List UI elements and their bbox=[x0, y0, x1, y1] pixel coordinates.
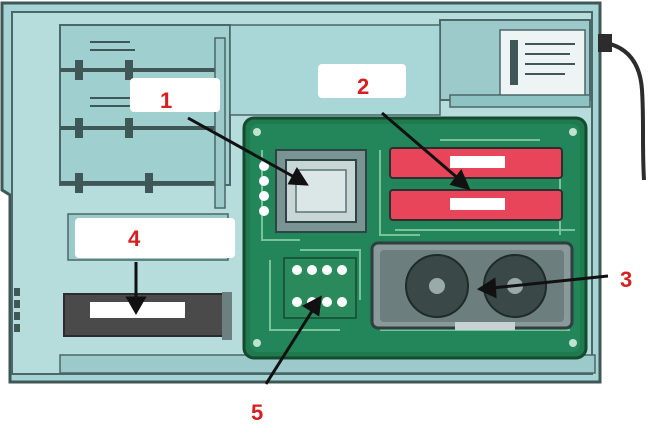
arrowhead-1 bbox=[287, 167, 309, 186]
arrow-3 bbox=[491, 274, 609, 290]
label-boxes bbox=[75, 64, 420, 424]
power-plug bbox=[598, 34, 612, 52]
arrow-5 bbox=[264, 307, 316, 385]
graphics-card bbox=[370, 241, 574, 330]
power-supply bbox=[439, 19, 591, 108]
drive-bays bbox=[59, 24, 231, 209]
callout-2: 2 bbox=[357, 74, 369, 99]
arrowhead-4 bbox=[125, 296, 147, 316]
arrowhead-3 bbox=[476, 277, 497, 299]
power-cable bbox=[599, 40, 646, 181]
callout-3: 3 bbox=[620, 267, 632, 292]
arrowhead-2 bbox=[449, 169, 471, 191]
arrow-1 bbox=[187, 116, 297, 180]
callout-5: 5 bbox=[251, 400, 263, 424]
arrow-2 bbox=[381, 111, 461, 182]
callout-arrows bbox=[125, 111, 609, 385]
cpu-socket bbox=[259, 149, 367, 233]
side-vents bbox=[14, 288, 20, 332]
callout-1: 1 bbox=[160, 88, 172, 113]
callout-4: 4 bbox=[128, 226, 141, 251]
arrowhead-5 bbox=[301, 295, 322, 317]
